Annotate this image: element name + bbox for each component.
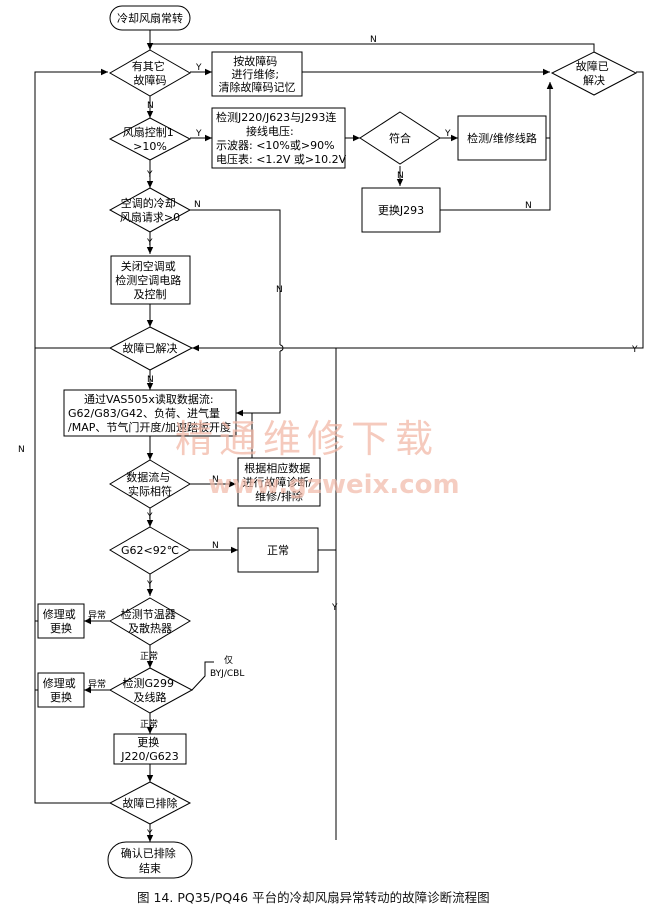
repair-by-code-label: 按故障码 进行维修; 清除故障码记忆 — [219, 54, 296, 94]
other-codes-label: 有其它 故障码 — [132, 59, 169, 87]
read-data-box — [63, 389, 237, 437]
edge-label-yes: Y — [631, 345, 638, 355]
edge-label-no: N — [147, 375, 154, 385]
fault-eliminated-label: 故障已排除 — [123, 796, 178, 810]
close-ac-label: 关闭空调或 检测空调电路 及控制 — [115, 259, 185, 301]
check-repair-wiring-label: 检测/维修线路 — [467, 131, 537, 145]
edge-label-no: N — [525, 201, 532, 211]
repair-replace-label-1: 修理或 更换 — [43, 607, 80, 635]
repair-replace-box-1 — [37, 603, 85, 639]
connectors — [34, 30, 644, 842]
edge-label-yes: Y — [146, 829, 153, 839]
data-match-decision — [109, 459, 191, 509]
edge-label-yes: Y — [444, 129, 451, 139]
ac-request-decision — [108, 187, 192, 233]
fan-control-label: 风扇控制1 >10% — [123, 125, 178, 153]
normal-label: 正常 — [267, 544, 289, 557]
edge-label-normal: 正常 — [140, 650, 158, 662]
edge-label-no: N — [276, 285, 283, 295]
edge-label-no: N — [397, 171, 404, 181]
replace-j293-box — [361, 187, 441, 233]
edge-label-normal: 正常 — [140, 718, 158, 730]
check-g299-decision — [108, 667, 194, 714]
edge-label-yes: Y — [146, 238, 153, 248]
check-voltage-box — [211, 107, 346, 169]
watermark-url: www.gzweix.com — [208, 470, 460, 500]
fault-eliminated-decision — [108, 781, 192, 825]
start-terminal — [109, 5, 191, 31]
figure-caption: 图 14. PQ35/PQ46 平台的冷却风扇异常转动的故障诊断流程图 — [137, 890, 490, 905]
watermark-cn: 精通维修下载 — [175, 417, 439, 461]
repair-by-code-box — [211, 51, 303, 97]
read-data-label: 通过VAS505x读取数据流: G62/G83/G42、负荷、进气量 /MAP、… — [68, 392, 231, 434]
edge-label-yes: Y — [146, 580, 153, 590]
fault-solved-top-decision — [550, 51, 638, 96]
end-label: 确认已排除 结束 — [121, 846, 180, 875]
check-g299-label: 检测G299 及线路 — [122, 676, 177, 704]
edge-label-yes: Y — [195, 63, 202, 73]
data-match-label: 数据流与 实际相符 — [126, 470, 174, 498]
start-label: 冷却风扇常转 — [117, 11, 183, 25]
end-terminal — [107, 841, 193, 879]
close-ac-box — [110, 255, 191, 305]
diagnose-by-data-label: 根据相应数据 进行故障诊断/ 维修/排除 — [242, 461, 315, 503]
edge-label-abnormal: 异常 — [88, 678, 106, 690]
edge-label-yes: Y — [195, 129, 202, 139]
edge-label-yes: Y — [146, 170, 153, 180]
repair-replace-box-2 — [37, 672, 85, 708]
g62-decision — [109, 526, 191, 575]
edge-label-no: N — [18, 445, 25, 455]
fault-solved-top-label: 故障已 解决 — [576, 59, 613, 87]
only-models-note: 仅 BYJ/CBL — [210, 654, 244, 679]
fault-solved-mid-label: 故障已解决 — [123, 341, 178, 355]
other-codes-decision — [108, 49, 192, 97]
edge-label-abnormal: 异常 — [88, 609, 106, 621]
replace-j220-box — [113, 733, 187, 765]
edge-label-no: N — [370, 35, 377, 45]
edge-label-yes: Y — [146, 512, 153, 522]
replace-j220-label: 更换 J220/G623 — [120, 735, 178, 763]
edge-label-no: N — [147, 101, 154, 111]
fault-solved-mid-decision — [108, 326, 194, 371]
edge-label-no: N — [194, 200, 201, 210]
edge-labels: Y N N Y Y N N Y N Y N Y N N N Y N Y Y 异常… — [18, 35, 638, 839]
fan-control-decision — [108, 117, 192, 161]
check-voltage-label: 检测J220/J623与J293连 接线电压: 示波器: <10%或>90% 电… — [216, 110, 347, 166]
edge-label-no: N — [212, 541, 219, 551]
check-thermostat-label: 检测节温器 及散热器 — [121, 607, 180, 635]
diagnose-by-data-box — [237, 457, 321, 507]
check-repair-wiring-box — [457, 115, 547, 161]
g62-label: G62<92℃ — [121, 544, 179, 557]
edge-label-no: N — [212, 475, 219, 485]
replace-j293-label: 更换J293 — [378, 203, 424, 217]
repair-replace-label-2: 修理或 更换 — [43, 676, 80, 704]
check-thermostat-decision — [109, 597, 191, 646]
match-decision — [359, 111, 441, 165]
ac-request-label: 空调的冷却 风扇请求>0 — [120, 196, 180, 224]
match-label: 符合 — [389, 131, 411, 145]
normal-box — [237, 527, 319, 573]
edge-label-yes: Y — [331, 603, 338, 613]
